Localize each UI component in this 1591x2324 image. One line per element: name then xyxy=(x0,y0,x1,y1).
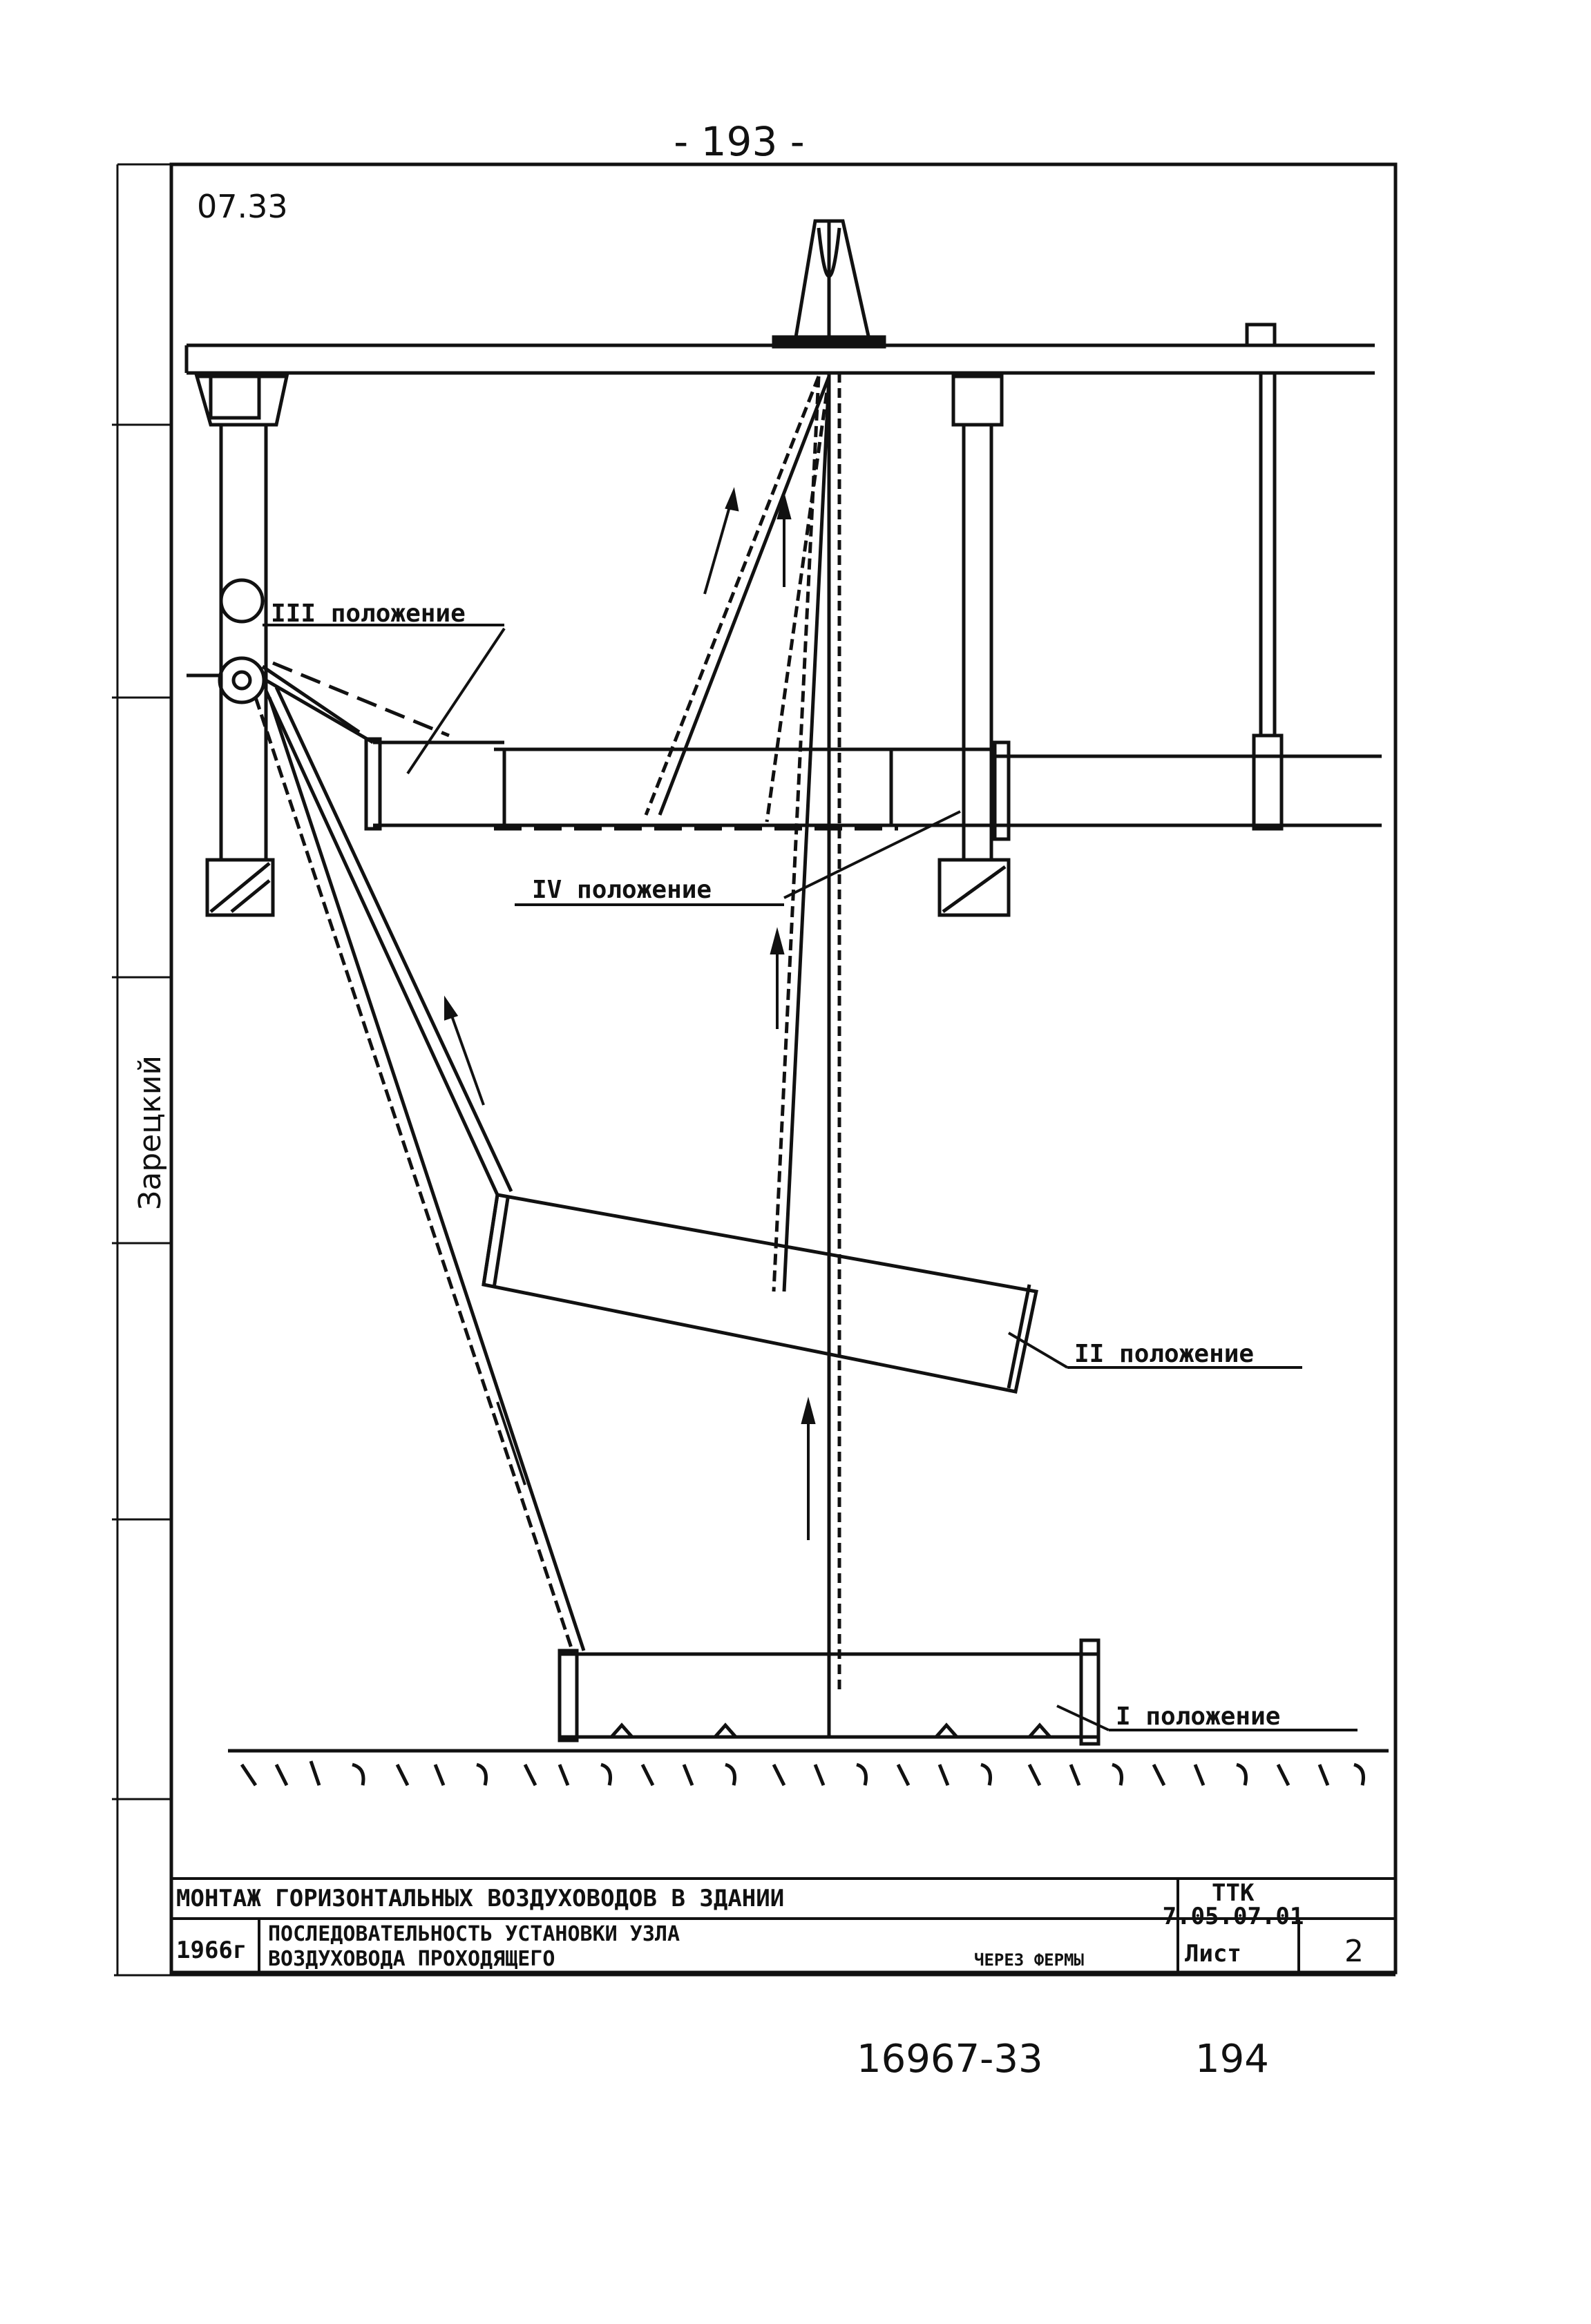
motion-arrows xyxy=(444,487,816,1540)
duct-position-3 xyxy=(261,661,504,831)
title-block-code: ТТК 7.05.07.01 xyxy=(1163,1879,1304,1930)
title-block-subtitle-2: ВОЗДУХОВОДА ПРОХОДЯЩЕГО xyxy=(268,1947,555,1971)
label-position-1: I положение xyxy=(1116,1702,1280,1731)
duct-position-2 xyxy=(482,1193,1038,1394)
left-column xyxy=(194,374,289,917)
drawing-frame xyxy=(112,162,1398,1977)
title-block-sheet-label: Лист xyxy=(1185,1940,1241,1968)
checker-name: Зарецкий xyxy=(133,1055,168,1210)
sheet-code: 07.33 xyxy=(197,188,288,225)
ground-line xyxy=(228,1749,1389,1787)
overhead-truss xyxy=(184,343,1375,375)
title-block-year: 1966г xyxy=(176,1937,247,1964)
label-position-4: IV положение xyxy=(532,876,712,904)
archive-number: 16967-33 xyxy=(857,2037,1043,2082)
label-position-2: II положение xyxy=(1074,1340,1254,1368)
pulley xyxy=(187,578,266,704)
rope-slings xyxy=(254,373,841,1737)
title-block-title: МОНТАЖ ГОРИЗОНТАЛЬНЫХ ВОЗДУХОВОДОВ В ЗДА… xyxy=(176,1885,784,1912)
duct-position-4 xyxy=(494,747,995,831)
label-position-3: III положение xyxy=(271,599,466,628)
title-block-subtitle-1: ПОСЛЕДОВАТЕЛЬНОСТЬ УСТАНОВКИ УЗЛА xyxy=(268,1922,680,1946)
title-block-frame xyxy=(171,1877,1395,1972)
installed-duct xyxy=(993,740,1382,841)
page-number-top: - 193 - xyxy=(674,118,804,165)
footer-page-number: 194 xyxy=(1195,2037,1269,2082)
title-block-sheet-number: 2 xyxy=(1344,1934,1364,1969)
right-hanger xyxy=(1245,323,1284,831)
lifting-block xyxy=(772,219,886,349)
label-leaders xyxy=(263,624,1357,1731)
middle-column xyxy=(937,374,1011,917)
title-block-subtitle-suffix: ЧЕРЕЗ ФЕРМЫ xyxy=(974,1950,1084,1970)
